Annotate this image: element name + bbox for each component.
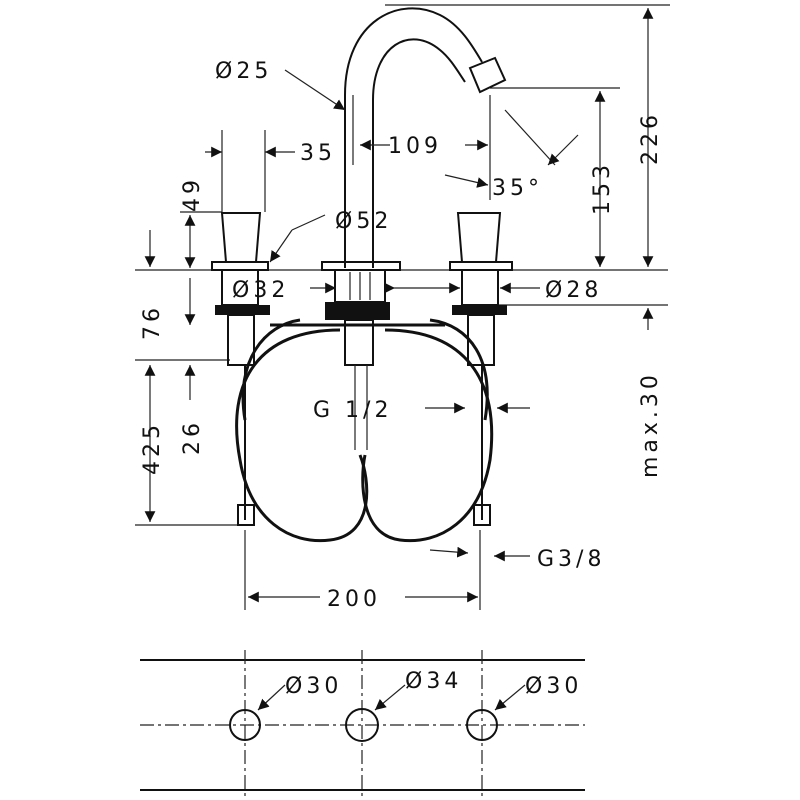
label-g38: G3/8 (537, 547, 605, 572)
label-h76: 76 (140, 304, 165, 340)
label-d32: Ø32 (232, 278, 289, 303)
dimension-labels: Ø25 35 109 35° Ø52 Ø32 Ø28 G 1/2 G3/8 20… (140, 59, 663, 612)
label-max30: max.30 (638, 371, 663, 478)
label-h153: 153 (590, 161, 615, 215)
hole-right (466, 709, 498, 741)
label-h226: 226 (638, 111, 663, 165)
label-d28: Ø28 (545, 278, 602, 303)
label-angle: 35° (492, 176, 543, 201)
label-hole-left: Ø30 (285, 674, 342, 699)
dimensions (144, 7, 654, 603)
hole-center (345, 708, 379, 742)
label-h26: 26 (180, 419, 205, 455)
label-h425: 425 (140, 421, 165, 475)
spout (344, 7, 507, 268)
label-hole-right: Ø30 (525, 674, 582, 699)
hole-layout: Ø30 Ø34 Ø30 (140, 650, 585, 800)
label-h49: 49 (180, 176, 205, 212)
label-d52: Ø52 (335, 209, 392, 234)
label-w109: 109 (388, 134, 442, 159)
label-g12: G 1/2 (313, 398, 392, 423)
hole-left (229, 709, 261, 741)
left-handle (211, 212, 270, 366)
label-w35: 35 (300, 141, 336, 166)
label-w200: 200 (327, 587, 381, 612)
hoses (235, 318, 494, 543)
label-d25: Ø25 (215, 59, 272, 84)
label-hole-center: Ø34 (405, 669, 462, 694)
right-handle (449, 212, 513, 366)
